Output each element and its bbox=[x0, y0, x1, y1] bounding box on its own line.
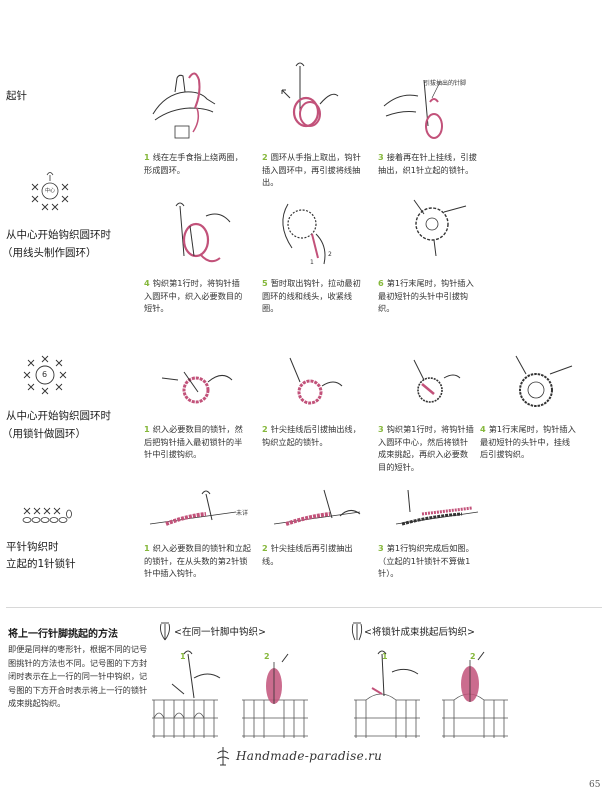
step-text: 接着再在针上挂线，引拔抽出，织1针立起的锁针。 bbox=[378, 152, 477, 175]
method-b-title: <将锁针成束挑起后钩织> bbox=[364, 627, 475, 638]
step-number: 1 bbox=[144, 424, 150, 434]
fabric-figure-a2 bbox=[240, 648, 314, 742]
fabric-figure-a1 bbox=[150, 648, 224, 742]
figure-4-3 bbox=[392, 484, 482, 536]
step-text: 线在左手食指上绕两圈，形成圆环。 bbox=[144, 152, 243, 175]
step-text: 圆环从手指上取出，钩针插入圆环中，再引拔将线抽出。 bbox=[262, 152, 361, 187]
step-number: 1 bbox=[144, 543, 150, 553]
fig-num: 1 bbox=[180, 652, 186, 661]
bottom-description: 即便是同样的枣形针，根据不同的记号图挑针的方法也不同。记号图的下方封闭时表示在上… bbox=[8, 644, 148, 708]
page-number: 65 bbox=[589, 780, 601, 790]
step-text: 钩织第1行时，将钩针插入圆环中，织入必要数目的短针。 bbox=[144, 278, 243, 313]
figure-2-4 bbox=[150, 196, 240, 276]
fig-num: 2 bbox=[264, 652, 270, 661]
watermark-ornament-icon bbox=[214, 745, 232, 767]
section-subtitle-flat: 立起的1针锁针 bbox=[6, 558, 76, 570]
step-number: 4 bbox=[144, 278, 150, 288]
figure-1-2 bbox=[262, 60, 342, 140]
figure-2-5: 1 2 bbox=[266, 194, 350, 274]
figure-2-6 bbox=[394, 192, 474, 272]
divider bbox=[6, 607, 602, 608]
step-text: 第1行末尾时，钩针插入最初短针的头针中引拔钩织。 bbox=[378, 278, 474, 313]
step-number: 4 bbox=[480, 424, 486, 434]
figure-3-3 bbox=[396, 350, 466, 416]
section-title-ring-chain: 从中心开始钩织圆环时 bbox=[6, 410, 111, 422]
step-number: 2 bbox=[262, 424, 268, 434]
callout-pulled-stitch: 引拔抽出的针脚 bbox=[424, 80, 467, 87]
callout-unknown: 未详 bbox=[236, 510, 249, 517]
stitch-symbol-chain-ring bbox=[22, 352, 68, 398]
section-title-start: 起针 bbox=[6, 90, 27, 102]
step-text: 钩织第1行时，将钩针插入圆环中心，然后将锁针成束挑起，再织入必要数目的短针。 bbox=[378, 424, 474, 472]
bobble-symbol-closed-icon bbox=[158, 620, 172, 642]
step-text: 织入必要数目的锁针和立起的锁针，在从头数的第2针锁针中插入钩针。 bbox=[144, 543, 251, 578]
symbol-center-label: 6 bbox=[42, 370, 48, 379]
symbol-center-label: 中心 bbox=[45, 188, 56, 194]
section-title-ring-yarn: 从中心开始钩织圆环时 bbox=[6, 229, 111, 241]
step-number: 3 bbox=[378, 543, 384, 553]
section-subtitle-ring-yarn: （用线头制作圆环） bbox=[2, 247, 97, 259]
fig-num: 1 bbox=[382, 652, 388, 661]
section-subtitle-ring-chain: （用锁针做圆环） bbox=[2, 428, 86, 440]
step-text: 暂时取出钩针，拉动最初圆环的线和线头，收紧线圈。 bbox=[262, 278, 361, 313]
figure-3-1 bbox=[158, 352, 238, 416]
svg-text:2: 2 bbox=[328, 251, 332, 258]
step-number: 1 bbox=[144, 152, 150, 162]
step-text: 针尖挂线后引拔抽出线，钩织立起的锁针。 bbox=[262, 424, 361, 447]
fig-num: 2 bbox=[470, 652, 476, 661]
bobble-symbol-open-icon bbox=[350, 620, 364, 642]
figure-3-4 bbox=[506, 348, 576, 416]
step-number: 5 bbox=[262, 278, 268, 288]
figure-4-1 bbox=[146, 488, 246, 536]
step-text: 第1行末尾时，钩针插入最初短针的头针中，挂线后引拔钩织。 bbox=[480, 424, 576, 459]
step-text: 针尖挂线后再引拔抽出线。 bbox=[262, 543, 353, 566]
step-number: 6 bbox=[378, 278, 384, 288]
figure-1-3 bbox=[378, 72, 468, 152]
step-number: 2 bbox=[262, 543, 268, 553]
step-text: 第1行钩织完成后如图。（立起的1针锁针不算做1针）。 bbox=[378, 543, 474, 578]
watermark-text: Handmade-paradise.ru bbox=[236, 749, 383, 763]
section-title-flat: 平针钩织时 bbox=[6, 541, 59, 553]
figure-4-2 bbox=[270, 486, 370, 534]
fabric-figure-b2 bbox=[440, 648, 514, 742]
step-number: 3 bbox=[378, 152, 384, 162]
step-number: 2 bbox=[262, 152, 268, 162]
figure-1-1 bbox=[145, 64, 225, 144]
method-a-title: <在同一针脚中钩织> bbox=[174, 627, 266, 638]
step-number: 3 bbox=[378, 424, 384, 434]
bottom-title: 将上一行针脚挑起的方法 bbox=[8, 629, 118, 640]
stitch-symbol-magic-ring bbox=[28, 168, 72, 214]
svg-text:1: 1 bbox=[310, 259, 314, 266]
fabric-figure-b1 bbox=[352, 648, 426, 742]
figure-3-2 bbox=[278, 352, 348, 416]
step-text: 织入必要数目的锁针，然后把钩针插入最初锁针的半针中引拔钩织。 bbox=[144, 424, 243, 459]
stitch-symbol-flat-chain bbox=[22, 504, 76, 526]
